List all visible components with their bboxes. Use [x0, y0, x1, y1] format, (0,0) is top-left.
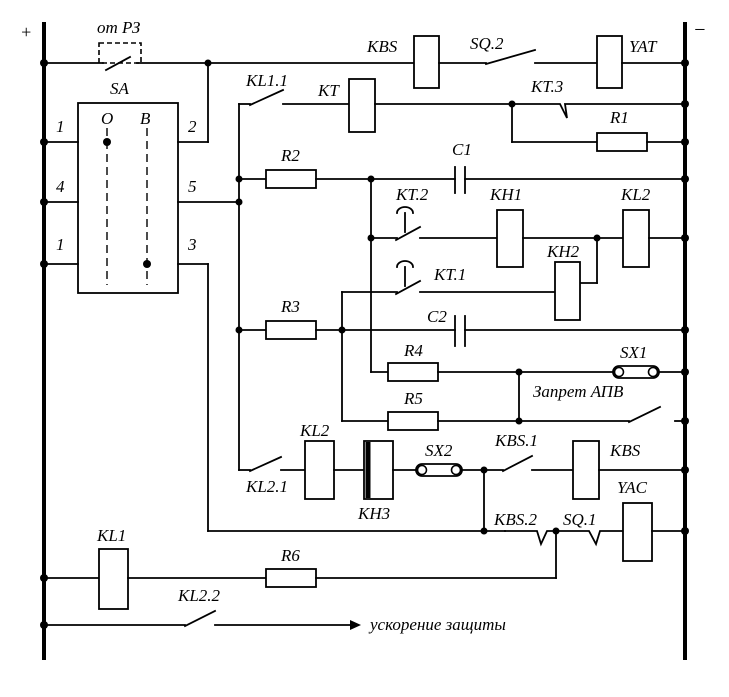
kl1-1-contact [248, 88, 285, 107]
r3-resistor [265, 320, 317, 340]
plus-sign: + [20, 22, 32, 42]
label-zapret-apv: Запрет АПВ [533, 382, 624, 401]
sa-body [77, 102, 179, 294]
row-yac: KBS.2 SQ.1 YAC [207, 263, 689, 579]
kt1-time-symbol [396, 260, 414, 268]
label-r5: R5 [403, 389, 423, 408]
zapret-apv-contact [627, 405, 662, 424]
kt3-contact [511, 103, 686, 119]
r1-resistor [596, 132, 648, 152]
label-kt3: KT.3 [530, 77, 563, 96]
kbs-coil [413, 35, 440, 89]
kh2-coil [554, 261, 581, 321]
label-yac: YAC [617, 478, 648, 497]
label-term-5: 5 [188, 177, 197, 196]
label-term-4: 4 [56, 177, 65, 196]
yat-coil [596, 35, 623, 89]
label-r2: R2 [280, 146, 300, 165]
label-sa-b: B [140, 109, 151, 128]
label-kl1-1: KL1.1 [245, 71, 288, 90]
label-kbs2: KBS.2 [493, 510, 537, 529]
label-kh2: KH2 [546, 242, 580, 261]
label-term-1b: 1 [56, 235, 65, 254]
label-kt1: KT.1 [433, 265, 466, 284]
kh1-coil [496, 209, 524, 268]
row-kl1-r6: KL1 R6 [40, 526, 557, 610]
kl2-coil [622, 209, 650, 268]
label-c1: C1 [452, 140, 472, 159]
from-rz-contact [104, 55, 132, 72]
label-r1: R1 [609, 108, 629, 127]
sq2-contact [484, 48, 537, 66]
r2-resistor [265, 169, 317, 189]
row-kl2-kbs: KL2 KL2.1 KH3 SX2 KBS.1 KBS [238, 421, 689, 532]
label-term-2: 2 [188, 117, 197, 136]
label-sa-o: O [101, 109, 113, 128]
label-term-1a: 1 [56, 117, 65, 136]
label-r6: R6 [280, 546, 300, 565]
kl1-coil [98, 548, 129, 610]
label-kh1: KH1 [489, 185, 522, 204]
kt1-contact [394, 279, 422, 296]
sa-switch: O B 1 4 1 2 5 3 [40, 62, 240, 294]
row-r2-c1: R2 C1 [238, 140, 689, 194]
kl2-1-contact [248, 455, 283, 473]
row-kbs-yat: от РЗ SA KBS SQ.2 YAT [40, 18, 689, 98]
kbs2-contact [504, 530, 557, 547]
label-kt: KT [317, 81, 340, 100]
kbs1-contact [501, 454, 534, 473]
label-uskorenie: ускорение защиты [368, 615, 506, 634]
label-sq2: SQ.2 [470, 34, 504, 53]
kbs-coil-lower [572, 440, 600, 500]
r6-resistor [265, 568, 317, 588]
arrow-icon [350, 620, 361, 630]
label-r3: R3 [280, 297, 300, 316]
label-kl2-1: KL2.1 [245, 477, 288, 496]
label-kbs1: KBS.1 [494, 431, 538, 450]
row-r5-zapret: R5 Запрет АПВ [341, 382, 689, 431]
row-kl2-2: KL2.2 ускорение защиты [40, 586, 506, 634]
label-sx1: SX1 [620, 343, 647, 362]
label-kl2-2: KL2.2 [177, 586, 221, 605]
minus-sign: − [693, 19, 707, 41]
kl2-coil-left [304, 440, 335, 500]
row-kt1-kh2: KT.1 KH2 [341, 242, 581, 422]
label-r4: R4 [403, 341, 423, 360]
label-sq1: SQ.1 [563, 510, 597, 529]
sq1-contact [555, 530, 624, 547]
r4-resistor [387, 362, 439, 382]
label-kbs-lower: KBS [609, 441, 641, 460]
label-kl1: KL1 [96, 526, 126, 545]
label-kbs: KBS [366, 37, 398, 56]
label-sa: SA [110, 79, 130, 98]
label-from-rz: от РЗ [97, 18, 141, 37]
row-r4-sx1: R4 SX1 [370, 341, 689, 422]
label-sx2: SX2 [425, 441, 453, 460]
row-r3-c2: R3 C2 [238, 297, 689, 347]
label-kt2: KT.2 [395, 185, 429, 204]
label-kl2: KL2 [620, 185, 651, 204]
r5-resistor [387, 411, 439, 431]
kt2-time-symbol [396, 206, 414, 214]
kt2-contact [394, 225, 422, 242]
label-kl2-left: KL2 [299, 421, 330, 440]
label-term-3: 3 [187, 235, 197, 254]
label-c2: C2 [427, 307, 447, 326]
row-kt2-kh1: KT.2 KH1 KL2 [370, 185, 689, 284]
row-kt: KL1.1 KT KT.3 R1 [238, 71, 689, 152]
label-yat: YAT [629, 37, 658, 56]
kt-coil [348, 78, 376, 133]
from-rz-dashed-box [98, 42, 142, 64]
label-kh3: KH3 [357, 504, 390, 523]
kl2-2-contact [183, 609, 217, 628]
yac-coil [622, 502, 653, 562]
